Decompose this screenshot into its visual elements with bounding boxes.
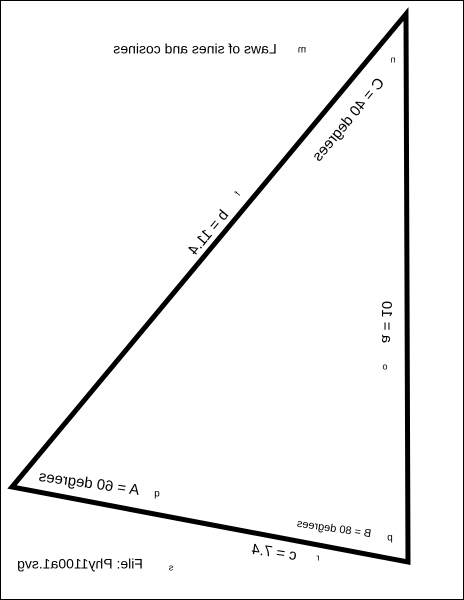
side-b-marker: f (233, 189, 243, 198)
angle-b-marker: p (387, 533, 393, 544)
angle-b-label: B = 80 degrees (296, 518, 372, 540)
file-label: File: Phy1100a1.svg (17, 556, 143, 572)
side-c-label: c = 7.4 (250, 541, 297, 564)
diagram-title: Laws of sines and cosines (113, 41, 276, 57)
file-marker: s (168, 562, 173, 572)
side-c-marker: r (317, 552, 320, 562)
triangle-shape (7, 7, 411, 566)
angle-a-marker: q (154, 489, 160, 500)
side-a-marker: o (382, 361, 387, 371)
title-marker: m (298, 45, 306, 56)
side-a-label: a = 10 (378, 301, 395, 343)
angle-c-marker: n (390, 54, 395, 64)
